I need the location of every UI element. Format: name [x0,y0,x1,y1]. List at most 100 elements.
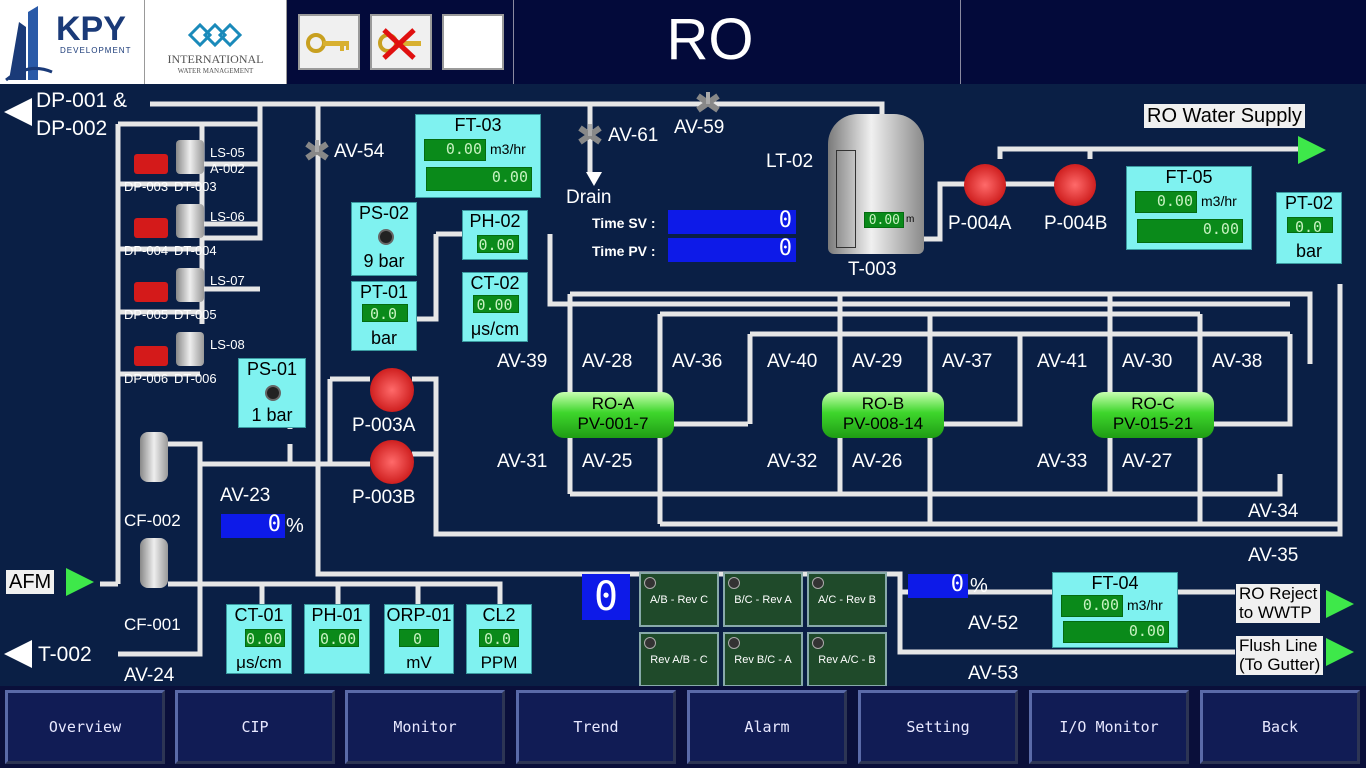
dosing-pump-label: DP-003 [124,179,169,194]
ro-unit-pv: PV-008-14 [842,414,924,433]
ct01-instrument[interactable]: CT-01 0.00 μs/cm [226,604,292,674]
cl2-tag: CL2 [482,605,516,625]
iwm-logo: INTERNATIONAL WATER MANAGEMENT [145,0,287,84]
ps02-switch[interactable]: PS-02 9 bar [351,202,417,276]
valve-av25-label: AV-25 [582,451,633,472]
dosing-pump-icon [134,154,168,174]
nav-trend-button[interactable]: Trend [516,690,676,764]
nav-io-monitor-button[interactable]: I/O Monitor [1029,690,1189,764]
pump-p004a-icon[interactable] [964,164,1006,206]
tank-t003-label: T-003 [848,259,897,280]
nav-back-button[interactable]: Back [1200,690,1360,764]
nav-cip-button[interactable]: CIP [175,690,335,764]
mode-button-label: Rev A/B - C [650,654,708,666]
kpy-logo-subtext: DEVELOPMENT [60,46,132,55]
ct02-instrument[interactable]: CT-02 0.00 μs/cm [462,272,528,342]
page-title: RO [666,7,754,72]
mode-button-label: B/C - Rev A [734,594,792,606]
dosing-tank-icon [176,140,204,174]
tank-level-gauge [836,150,856,248]
indicator-lamp-icon [644,637,656,649]
pt01-instrument[interactable]: PT-01 0.0 bar [351,281,417,351]
mode-button-label: Rev B/C - A [734,654,792,666]
dosing-tank-icon [176,268,204,302]
dosing-unit[interactable]: DP-006 DT-006 LS-08 [124,328,250,388]
mode-ac-rev-b-button[interactable]: A/C - Rev B [807,572,887,627]
time-sv-display[interactable]: 0 [668,210,796,234]
cartridge-filter-cf002-icon[interactable] [140,432,168,482]
valve-av61-icon[interactable] [578,124,602,146]
valve-av59-label: AV-59 [674,117,725,138]
ft03-tag: FT-03 [454,115,502,135]
ro-reject-label-1: RO Reject [1239,584,1318,603]
orp01-instrument[interactable]: ORP-01 0 mV [384,604,454,674]
av52-percent-display[interactable]: 0 [908,574,968,598]
pump-p003a-icon[interactable] [370,368,414,412]
dosing-tank-icon [176,204,204,238]
key-cancel-icon [378,28,421,60]
valve-av53-label: AV-53 [968,663,1019,684]
nav-setting-button[interactable]: Setting [858,690,1018,764]
cl2-instrument[interactable]: CL2 0.0 PPM [466,604,532,674]
level-switch-label: LS-06 [210,209,245,224]
ft04-unit: m3/hr [1127,597,1163,613]
cartridge-filter-cf001-icon[interactable] [140,538,168,588]
logout-key-button[interactable] [370,14,432,70]
ft03-instrument[interactable]: FT-03 0.00 m3/hr 0.00 [415,114,541,198]
ps01-switch[interactable]: PS-01 1 bar [238,358,306,428]
indicator-lamp-icon [728,577,740,589]
time-sv-label: Time SV : [592,215,656,231]
ft03-unit: m3/hr [490,141,526,157]
nav-monitor-button[interactable]: Monitor [345,690,505,764]
valve-av59-icon[interactable] [696,92,720,114]
pump-p003b-icon[interactable] [370,440,414,484]
av23-percent-unit: % [286,515,304,537]
dosing-unit[interactable]: DP-005 DT-005 LS-07 [124,264,250,324]
flush-line-arrow-icon [1326,638,1354,666]
ct01-tag: CT-01 [234,605,284,625]
mode-rev-ac-b-button[interactable]: Rev A/C - B [807,632,887,687]
dosing-tank-label: DT-004 [174,243,217,258]
pt02-tag: PT-02 [1284,193,1334,213]
ft04-tag: FT-04 [1091,573,1139,593]
dosing-unit[interactable]: DP-003 DT-003 LS-05 A-002 [124,136,250,196]
time-pv-display: 0 [668,238,796,262]
t002-label: T-002 [38,643,92,666]
av23-percent-display[interactable]: 0 [221,514,285,538]
ft03-rate-display: 0.00 [424,139,486,161]
pt01-unit: bar [370,328,397,348]
cl2-display: 0.0 [479,629,519,648]
ft05-total-display: 0.00 [1137,219,1243,243]
dosing-pump-label: DP-006 [124,371,169,386]
dosing-unit[interactable]: DP-004 DT-004 LS-06 [124,200,250,260]
orp01-display: 0 [399,629,439,648]
ps02-tag: PS-02 [358,203,410,223]
ft05-instrument[interactable]: FT-05 0.00 m3/hr 0.00 [1126,166,1252,250]
agitator-label: A-002 [210,161,245,176]
mode-rev-ab-c-button[interactable]: Rev A/B - C [639,632,719,687]
mode-button-label: A/B - Rev C [649,594,709,606]
ph02-instrument[interactable]: PH-02 0.00 [462,210,528,260]
dosing-pump-icon [134,218,168,238]
nav-alarm-button[interactable]: Alarm [687,690,847,764]
mode-ab-rev-c-button[interactable]: A/B - Rev C [639,572,719,627]
tank-t003[interactable]: 0.00 m [828,114,924,254]
login-key-button[interactable] [298,14,360,70]
mode-rev-bc-a-button[interactable]: Rev B/C - A [723,632,803,687]
ph02-tag: PH-02 [469,211,521,231]
mode-bc-rev-a-button[interactable]: B/C - Rev A [723,572,803,627]
ph01-instrument[interactable]: PH-01 0.00 [304,604,370,674]
flush-line-label: Flush Line(To Gutter) [1236,636,1324,676]
ft04-instrument[interactable]: FT-04 0.00 m3/hr 0.00 [1052,572,1178,648]
pump-p004b-icon[interactable] [1054,164,1096,206]
ct01-display: 0.00 [245,629,285,648]
nav-overview-button[interactable]: Overview [5,690,165,764]
pt01-tag: PT-01 [359,282,409,302]
pt02-instrument[interactable]: PT-02 0.0 bar [1276,192,1342,264]
blank-button[interactable] [442,14,504,70]
valve-av54-icon[interactable] [305,140,329,162]
